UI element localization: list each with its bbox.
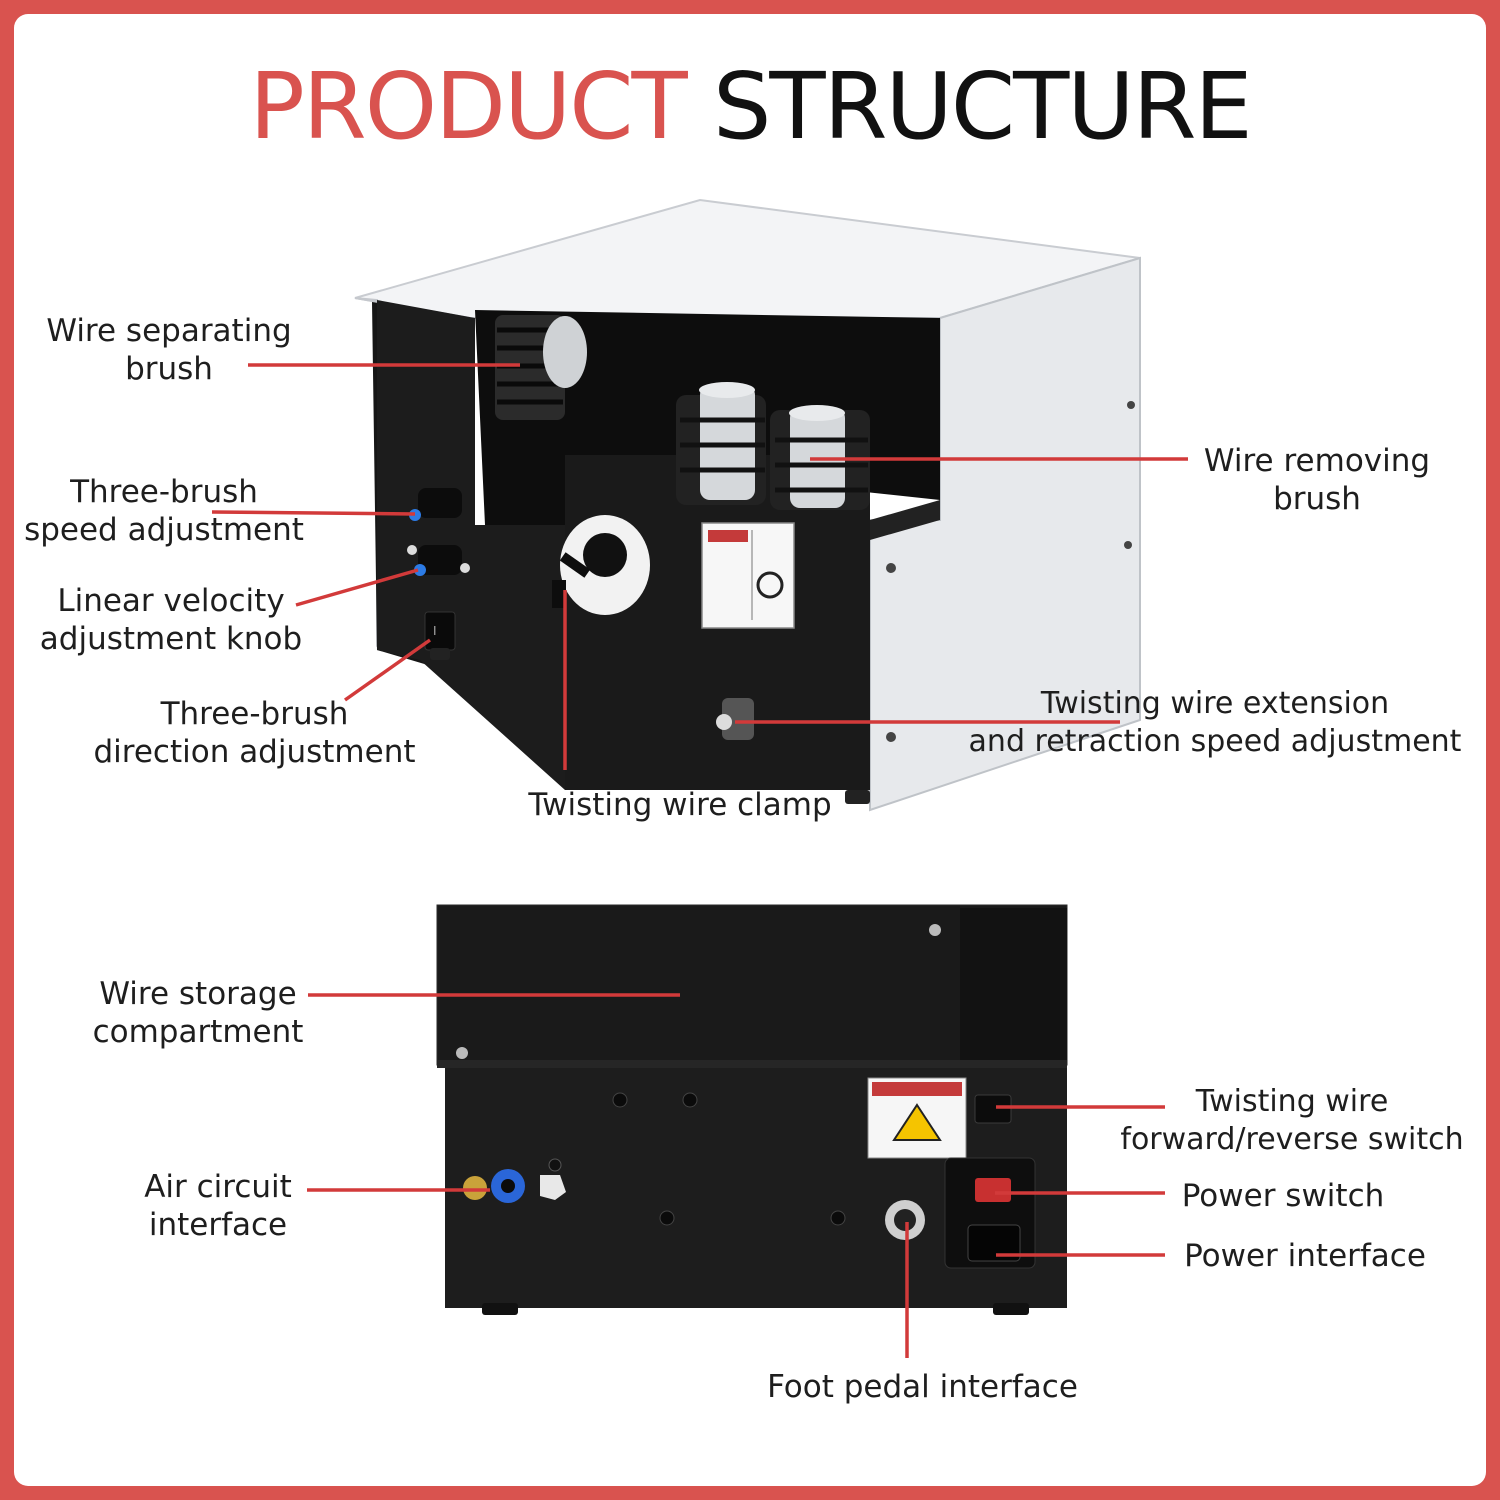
label-wire-removing-brush: Wire removing brush <box>1192 442 1442 518</box>
label-three-brush-speed: Three-brush speed adjustment <box>16 473 312 549</box>
label-wire-storage: Wire storage compartment <box>80 975 316 1051</box>
wire-separating-brush <box>495 315 587 420</box>
knob-speed <box>418 488 462 518</box>
label-line: adjustment knob <box>39 621 303 657</box>
label-line: Wire removing <box>1203 443 1431 479</box>
label-air-circuit: Air circuit interface <box>130 1168 306 1244</box>
air-fittings <box>463 1158 566 1203</box>
label-linear-velocity: Linear velocity adjustment knob <box>30 582 312 658</box>
page-title: PRODUCT STRUCTURE <box>0 52 1500 162</box>
label-line: brush <box>125 351 213 387</box>
svg-text:I: I <box>433 624 437 638</box>
label-line: Linear velocity <box>57 583 285 619</box>
label-power-interface: Power interface <box>1184 1238 1426 1274</box>
forward-reverse-switch <box>974 1094 1012 1124</box>
label-line: Twisting wire extension <box>1040 686 1390 721</box>
label-line: brush <box>1273 481 1361 517</box>
label-line: speed adjustment <box>24 512 304 548</box>
label-foot-pedal: Foot pedal interface <box>767 1369 1078 1405</box>
foot-pedal-connector <box>885 1200 925 1240</box>
label-twisting-extension: Twisting wire extension and retraction s… <box>955 685 1475 761</box>
label-forward-reverse: Twisting wire forward/reverse switch <box>1106 1083 1478 1159</box>
label-three-brush-direction: Three-brush direction adjustment <box>82 695 427 771</box>
label-line: Wire storage <box>99 976 297 1012</box>
twisting-wire-clamp <box>552 515 650 615</box>
label-line: direction adjustment <box>93 734 416 770</box>
label-line: Wire separating <box>46 313 292 349</box>
direction-switch: I <box>424 611 456 651</box>
label-line: interface <box>148 1207 288 1243</box>
label-line: Three-brush <box>160 696 349 732</box>
power-module <box>944 1157 1036 1269</box>
label-line: and retraction speed adjustment <box>968 724 1462 759</box>
warning-sticker <box>701 522 795 629</box>
knob-velocity <box>407 545 470 575</box>
bottom-machine <box>436 904 1068 1315</box>
leader-lines <box>211 363 1188 1358</box>
label-line: forward/reverse switch <box>1120 1122 1464 1157</box>
title-part-black: STRUCTURE <box>713 53 1253 160</box>
extension-knob <box>716 698 754 740</box>
rear-warning-sticker <box>867 1077 967 1159</box>
label-line: compartment <box>92 1014 304 1050</box>
label-line: Air circuit <box>144 1169 292 1205</box>
label-line: Three-brush <box>70 474 258 510</box>
label-line: Twisting wire <box>1195 1084 1389 1119</box>
top-machine: I <box>354 198 1141 812</box>
label-wire-separating-brush: Wire separating brush <box>38 312 300 388</box>
title-part-red: PRODUCT <box>249 53 687 160</box>
label-twisting-wire-clamp: Twisting wire clamp <box>528 787 832 823</box>
label-power-switch: Power switch <box>1181 1178 1385 1214</box>
